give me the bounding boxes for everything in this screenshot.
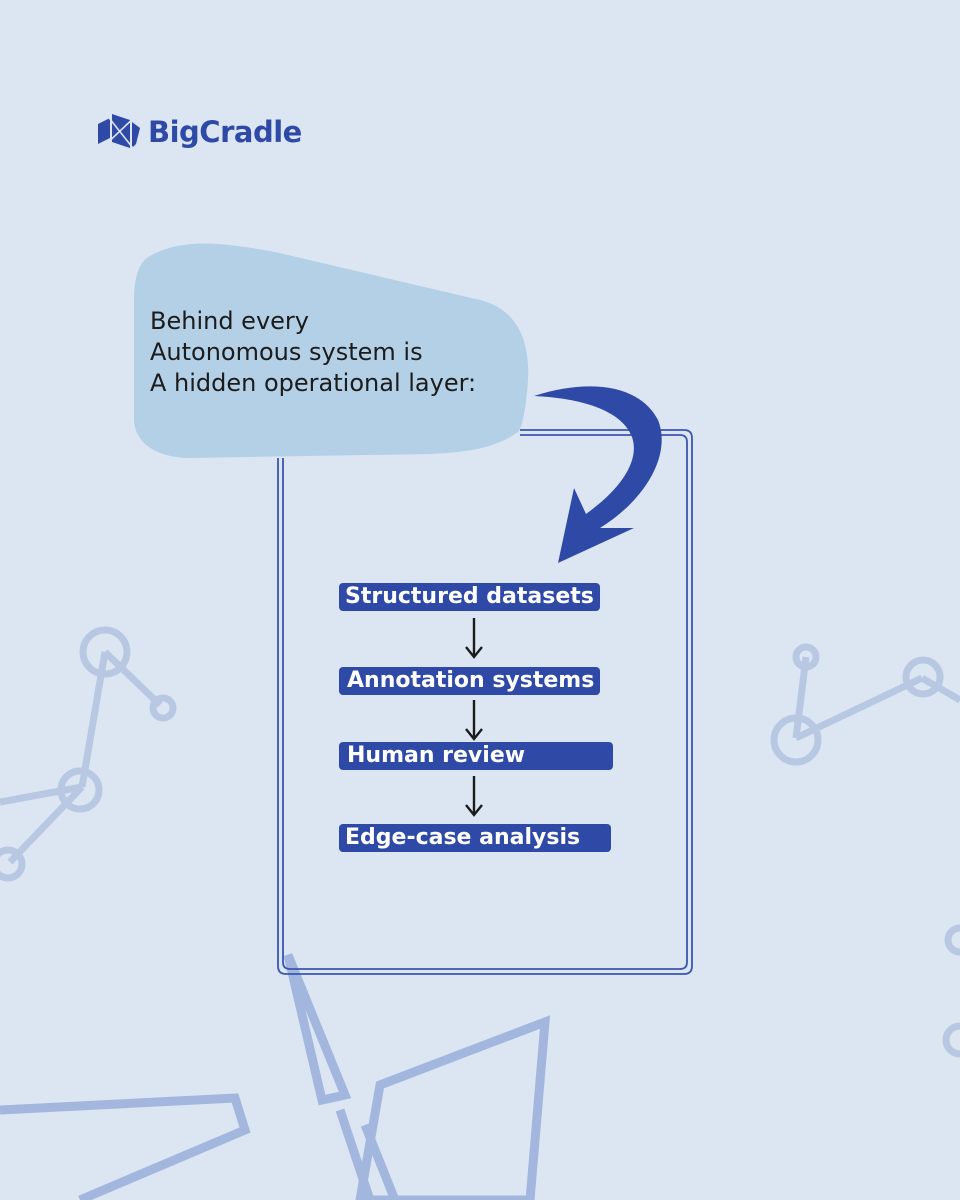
intro-line: A hidden operational layer: [150,369,477,397]
flow-step-annotation-systems: Annotation systems [339,667,601,695]
flow-step-edge-case-analysis: Edge-case analysis [339,824,611,852]
curved-arrow-icon [534,386,662,563]
flow-step-structured-datasets: Structured datasets [339,583,600,611]
speech-bubble [134,243,529,458]
intro-line: Behind every [150,307,309,335]
molecule-network-right-icon [770,643,960,1058]
down-arrow-icon [465,776,483,817]
down-arrow-icon [465,700,483,741]
intro-text: Behind every Autonomous system is A hidd… [150,306,530,399]
brand-name: BigCradle [148,115,302,149]
flow-card-frame [277,429,693,975]
flow-step-human-review: Human review [339,742,613,770]
brand-logo[interactable]: BigCradle [96,108,302,156]
cradle-logo-icon [98,111,141,153]
intro-line: Autonomous system is [150,338,423,366]
down-arrow-icon [465,618,483,659]
molecule-network-left-icon [0,626,177,882]
geometric-shapes-decoration [0,953,551,1200]
